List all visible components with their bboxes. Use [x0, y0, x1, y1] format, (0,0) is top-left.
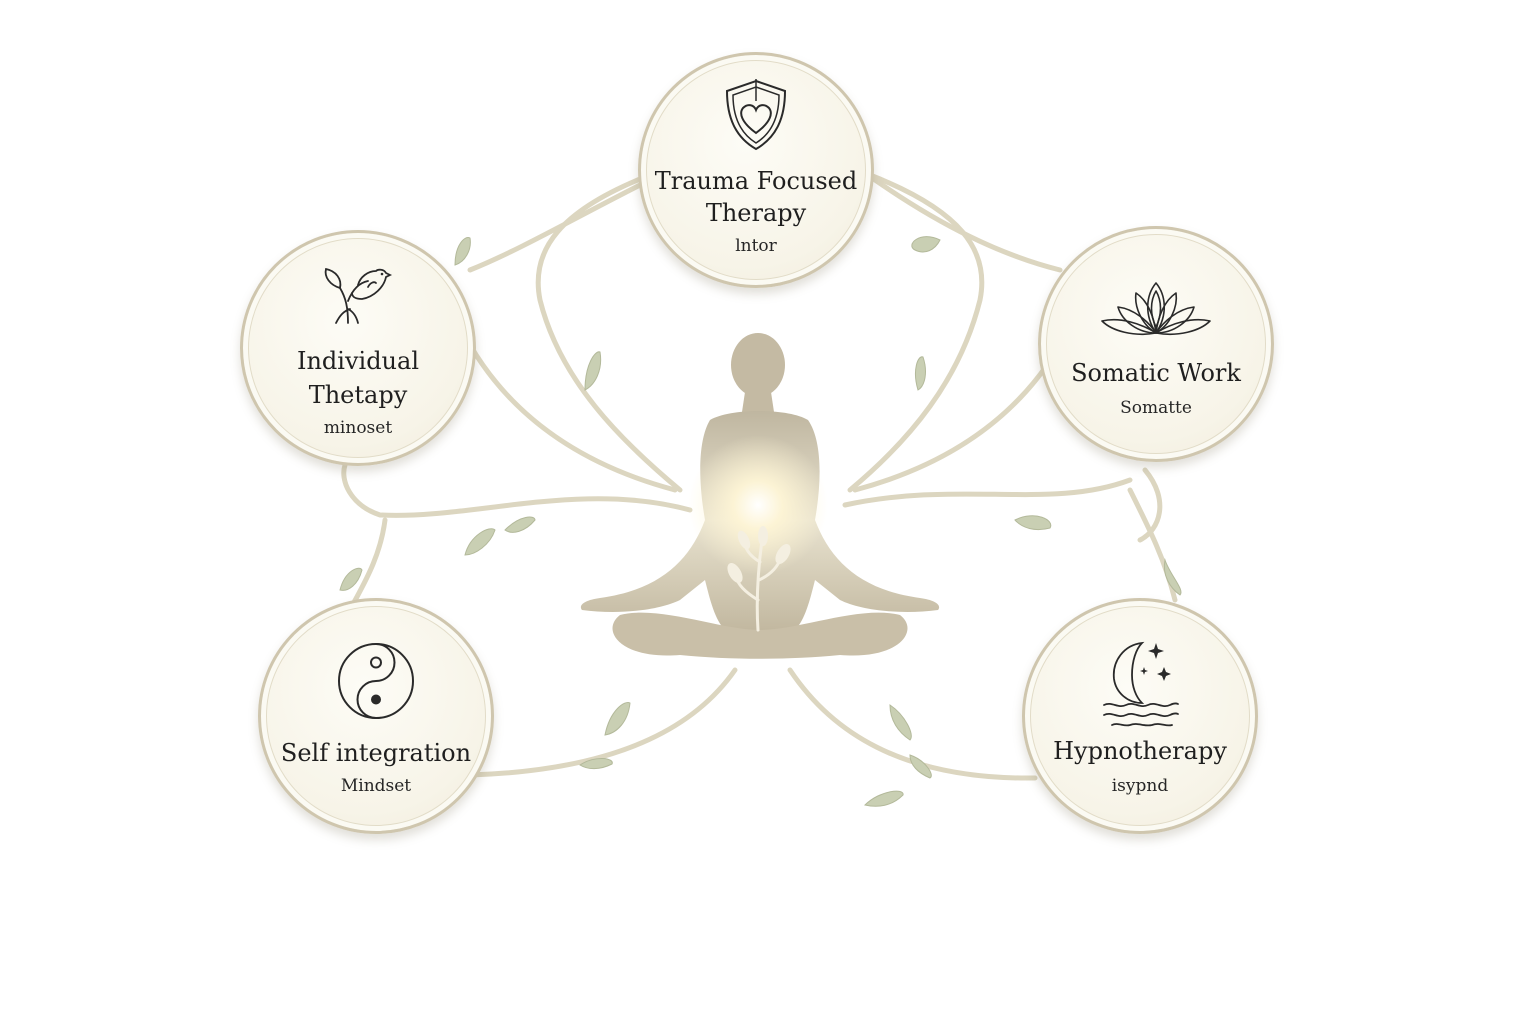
node-subtitle: minoset [323, 418, 393, 438]
node-title: Hypnotherapy [1053, 737, 1227, 765]
node-title: Somatic Work [1071, 359, 1241, 387]
moon-stars-waves-icon [1103, 641, 1179, 727]
node-title: Individual [296, 347, 419, 375]
node-title: Therapy [705, 199, 807, 227]
meditating-figure-icon [580, 333, 940, 659]
node-title: Thetapy [308, 381, 408, 409]
node-title: Self integration [280, 739, 472, 767]
node-title: Trauma Focused [654, 167, 858, 195]
node-individual-therapy[interactable]: Individual Thetapy minoset [240, 230, 476, 466]
yin-yang-icon [338, 643, 414, 719]
node-subtitle: isypnd [1111, 776, 1169, 796]
node-hypnotherapy[interactable]: Hypnotherapy isypnd [1022, 598, 1258, 834]
node-subtitle: lntor [735, 236, 777, 256]
node-trauma-focused-therapy[interactable]: Trauma Focused Therapy lntor [638, 52, 874, 288]
shield-heart-icon [725, 79, 787, 151]
node-subtitle: Mindset [340, 776, 412, 796]
node-self-integration[interactable]: Self integration Mindset [258, 598, 494, 834]
node-somatic-work[interactable]: Somatic Work Somatte [1038, 226, 1274, 462]
node-subtitle: Somatte [1120, 398, 1192, 418]
sprouting-bird-icon [324, 267, 393, 324]
lotus-icon [1101, 282, 1211, 336]
